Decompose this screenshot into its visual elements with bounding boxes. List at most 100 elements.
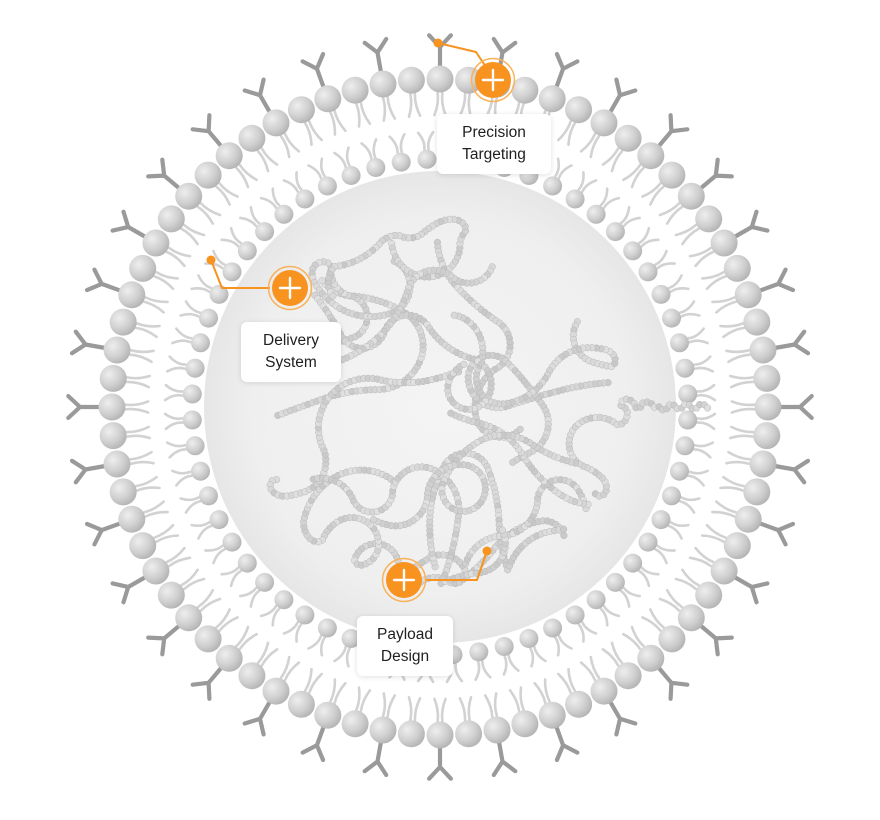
lipid-tail: [688, 556, 713, 568]
lipid-tail: [688, 339, 709, 345]
lipid-head: [695, 205, 723, 233]
lipid-tail: [175, 474, 193, 487]
lipid-tail: [256, 149, 270, 173]
lipid-tail: [386, 96, 397, 120]
lipid-head: [753, 364, 781, 392]
antibody-icon: [554, 724, 580, 763]
lipid-tail: [197, 524, 213, 540]
lipid-tail: [730, 425, 755, 434]
lipid-tail: [329, 678, 337, 703]
lipid-tail: [665, 589, 684, 609]
lipid-head: [317, 618, 337, 638]
hotspot-delivery-system-button[interactable]: [267, 265, 313, 311]
lipid-tail: [144, 510, 169, 518]
lipid-tail: [722, 326, 746, 339]
lipid-head: [194, 625, 222, 653]
lipid-head: [199, 486, 218, 506]
hotspot-precision-targeting-button[interactable]: [470, 57, 516, 103]
lipid-tail: [653, 249, 668, 267]
lipid-head: [710, 229, 738, 257]
leader-payload-design-dot: [482, 546, 492, 556]
payload-bead: [460, 360, 468, 368]
lipid-tail: [649, 185, 665, 206]
lipid-tail: [433, 91, 440, 117]
lipid-head: [743, 478, 771, 506]
lipid-head: [723, 254, 751, 282]
lipid-head: [369, 70, 397, 98]
payload-bead: [370, 516, 378, 524]
lipid-tail: [220, 566, 240, 576]
lipid-tail: [641, 182, 662, 198]
lipid-head: [614, 662, 642, 690]
lipid-tail: [295, 623, 303, 643]
lipid-tail: [386, 694, 397, 718]
lipid-tail: [124, 400, 150, 407]
lipid-head: [677, 604, 705, 632]
lipid-tail: [599, 187, 609, 207]
lipid-tail: [307, 634, 323, 650]
antibody-icon: [242, 77, 273, 115]
lipid-tail: [212, 547, 227, 565]
lipid-tail: [426, 130, 435, 151]
lipid-tail: [640, 238, 660, 248]
lipid-head: [109, 308, 137, 336]
lipid-tail: [693, 355, 712, 366]
lipid-tail: [355, 103, 361, 128]
lipid-tail: [641, 616, 662, 632]
lipid-tail: [688, 246, 713, 258]
lipid-tail: [658, 202, 681, 217]
callout-label-payload-design: Payload Design: [357, 616, 453, 676]
payload-strand: [370, 431, 579, 530]
lipid-tail: [658, 597, 681, 612]
lipid-head: [341, 76, 369, 104]
lipid-head: [543, 176, 563, 196]
lipid-tail: [171, 469, 192, 475]
lipid-head: [670, 461, 689, 481]
antibody-icon: [69, 329, 108, 356]
lipid-tail: [619, 589, 631, 608]
lipid-tail: [129, 353, 153, 364]
lipid-tail: [319, 157, 326, 178]
lipid-tail: [557, 120, 572, 142]
lipid-head: [191, 461, 210, 481]
lipid-head: [417, 149, 437, 169]
payload-strand: [266, 368, 463, 500]
antibody-icon: [656, 665, 690, 701]
lipid-head: [157, 581, 185, 609]
lipid-head: [749, 450, 777, 478]
lipid-tail: [719, 486, 744, 492]
lipid-tail: [235, 625, 250, 648]
lipid-tail: [696, 421, 716, 431]
lipid-tail: [681, 568, 700, 587]
lipid-tail: [372, 138, 378, 159]
lipid-tail: [249, 206, 261, 225]
lipid-tail: [259, 604, 278, 618]
lipid-tail: [180, 227, 199, 246]
lipid-tail: [282, 620, 300, 635]
lipid-tail: [674, 577, 698, 591]
lipid-head: [295, 605, 315, 625]
lipid-head: [511, 710, 539, 738]
plus-icon: [470, 57, 516, 103]
lipid-tail: [696, 383, 716, 393]
lipid-tail: [601, 147, 620, 166]
lipid-head: [274, 590, 294, 610]
lipid-head: [754, 393, 782, 421]
lipid-tail: [610, 641, 624, 665]
lipid-head: [695, 581, 723, 609]
hotspot-payload-design-button[interactable]: [381, 557, 427, 603]
lipid-tail: [319, 636, 326, 657]
lipid-head: [623, 553, 643, 573]
lipid-tail: [218, 616, 239, 632]
lipid-tail: [215, 608, 231, 629]
lipid-tail: [124, 407, 150, 414]
lipid-head: [723, 532, 751, 560]
lipid-head: [175, 604, 203, 632]
lipid-head: [519, 629, 539, 648]
lipid-tail: [182, 577, 206, 591]
lipid-tail: [440, 697, 447, 723]
lipid-head: [209, 510, 229, 530]
lipid-head: [109, 478, 137, 506]
lipid-tail: [622, 586, 641, 598]
